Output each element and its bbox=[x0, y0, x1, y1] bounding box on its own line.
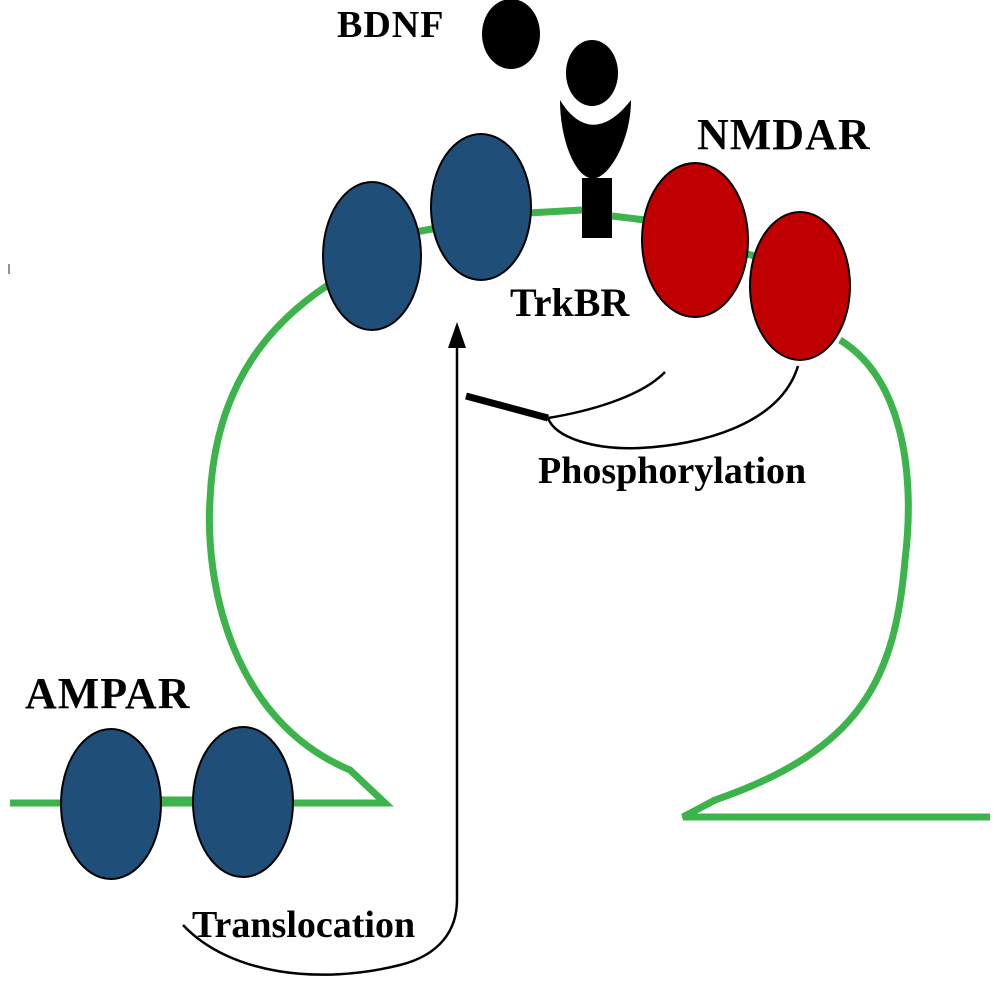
bdnf-ligand-1 bbox=[482, 0, 540, 69]
phosphorylation-blunt-end bbox=[465, 392, 549, 422]
phosphorylation-arrows bbox=[465, 365, 800, 450]
translocation-arrowhead bbox=[448, 322, 466, 348]
phosphorylation-label: Phosphorylation bbox=[538, 450, 807, 492]
translocation-curve bbox=[182, 345, 459, 976]
translocation-arrow bbox=[182, 322, 466, 976]
membrane-right-arc bbox=[681, 337, 990, 821]
membrane bbox=[10, 206, 990, 821]
ampar-subunit-bottom-right bbox=[192, 726, 294, 878]
bdnf-label: BDNF bbox=[337, 4, 445, 46]
bdnf-ligand-2 bbox=[566, 40, 618, 106]
trkbr-label: TrkBR bbox=[510, 280, 630, 325]
membrane-left-arc bbox=[10, 282, 394, 807]
trkb-receptor-stem bbox=[582, 178, 612, 238]
stray-mark bbox=[8, 264, 10, 274]
ampar-subunit-top-left bbox=[322, 181, 422, 331]
membrane-top-mid-segment bbox=[527, 206, 583, 217]
ampar-subunit-bottom-left bbox=[60, 728, 162, 880]
phosphorylation-curve-from-trkbr bbox=[547, 371, 666, 420]
phosphorylation-curve-from-nmdar bbox=[546, 365, 800, 450]
nmdar-subunit-right bbox=[749, 211, 851, 361]
ampar-label: AMPAR bbox=[25, 669, 191, 718]
translocation-label: Translocation bbox=[192, 904, 416, 946]
nmdar-subunit-left bbox=[641, 162, 749, 318]
ampar-subunit-top-right bbox=[430, 133, 532, 281]
membrane-top-right-segment bbox=[611, 212, 646, 224]
trkb-receptor-cup bbox=[560, 100, 631, 178]
nmdar-label: NMDAR bbox=[697, 110, 871, 159]
